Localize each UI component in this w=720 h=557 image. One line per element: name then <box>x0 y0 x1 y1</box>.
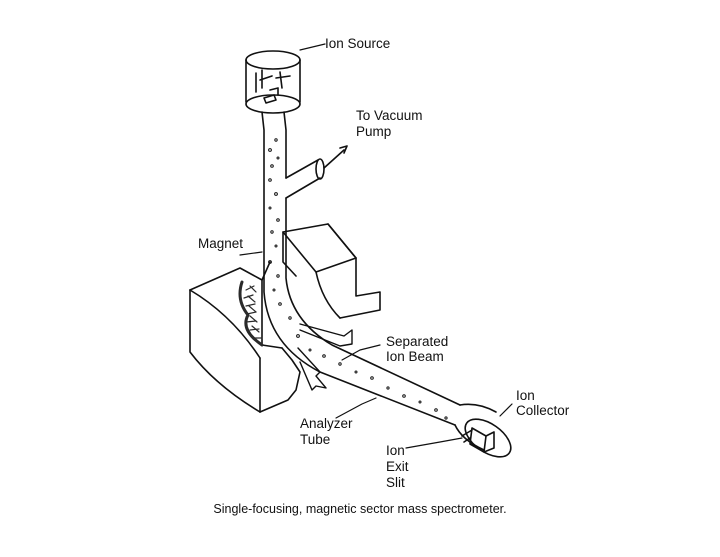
magnet-pole-back <box>282 223 381 319</box>
label-ion-source: Ion Source <box>325 36 391 51</box>
ion-particles <box>268 138 448 420</box>
label-magnet: Magnet <box>198 236 244 251</box>
label-exit-slit-2: Exit <box>386 459 409 474</box>
label-analyzer-2: Tube <box>300 432 331 447</box>
label-separated-1: Separated <box>386 334 449 349</box>
label-collector-2: Collector <box>516 403 570 418</box>
magnet-break-hatching <box>238 280 264 347</box>
label-exit-slit-1: Ion <box>386 443 405 458</box>
label-separated-2: Ion Beam <box>386 349 444 364</box>
label-exit-slit-3: Slit <box>386 475 405 490</box>
separated-ion-beams <box>297 323 353 391</box>
label-vacuum-pump-2: Pump <box>356 124 392 139</box>
label-vacuum-pump-1: To Vacuum <box>356 108 423 123</box>
analyzer-tube <box>239 43 513 458</box>
label-analyzer-1: Analyzer <box>300 416 353 431</box>
figure-caption: Single-focusing, magnetic sector mass sp… <box>213 502 507 516</box>
ion-source-housing <box>245 50 301 114</box>
label-collector-1: Ion <box>516 388 535 403</box>
magnet-pole-front <box>189 261 301 413</box>
